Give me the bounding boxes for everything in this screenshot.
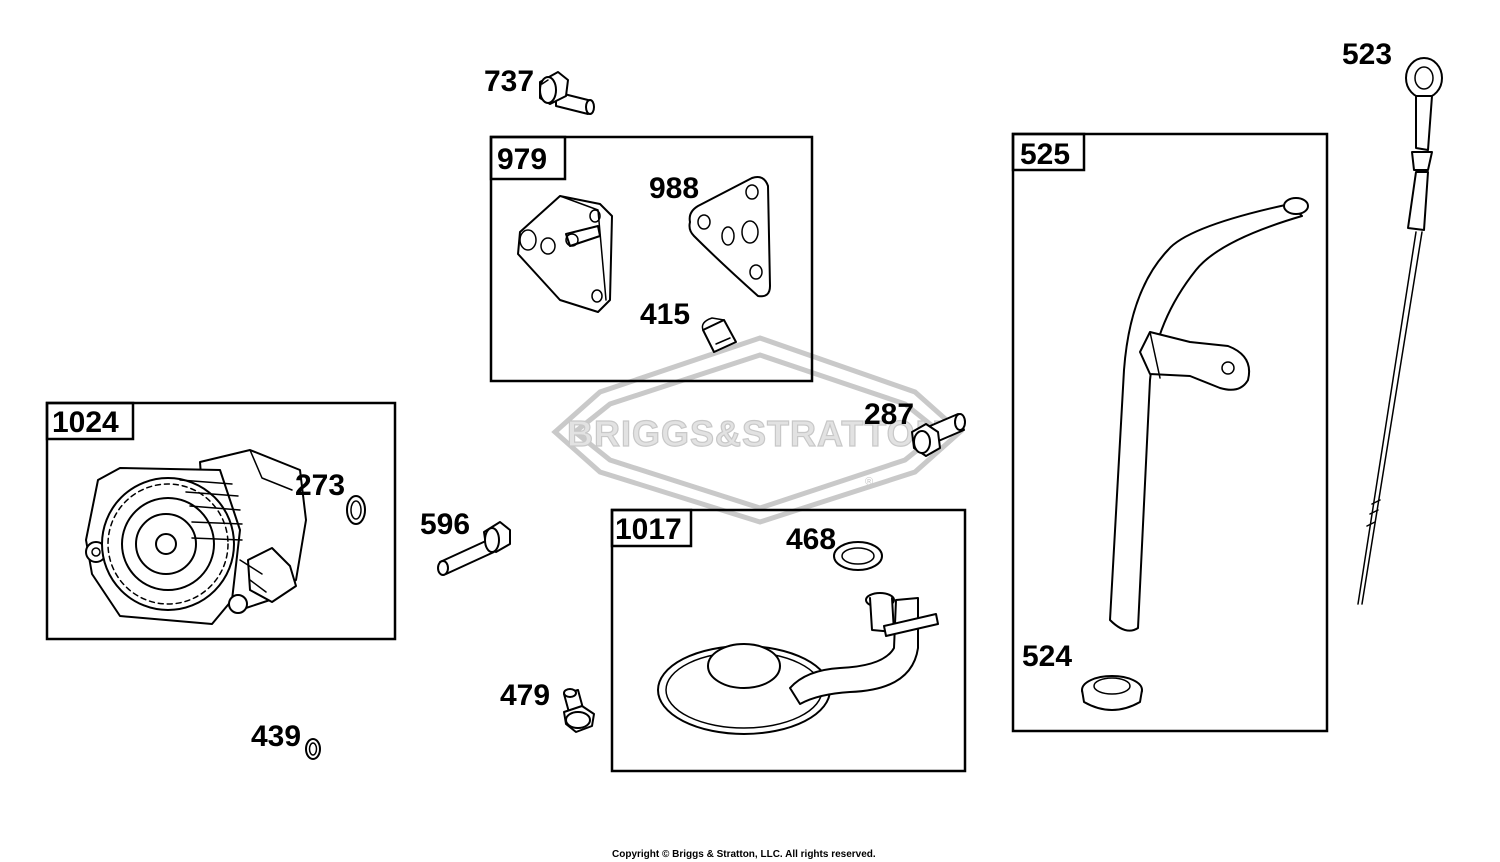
registered-mark: ® [865, 476, 873, 488]
callout-479: 479 [500, 679, 550, 712]
part-273-o-ring[interactable] [346, 495, 366, 525]
part-468-o-ring[interactable] [833, 541, 883, 571]
part-1017-oil-pickup[interactable] [657, 592, 939, 735]
callout-439: 439 [251, 720, 301, 753]
kit-box-979[interactable]: 979 [489, 135, 814, 383]
box-label-1024: 1024 [52, 406, 119, 439]
callout-287: 287 [864, 398, 914, 431]
box-label-1017: 1017 [615, 513, 682, 546]
part-479-screw[interactable] [563, 688, 595, 733]
part-525-dipstick-tube[interactable] [1109, 197, 1309, 632]
callout-415: 415 [640, 298, 690, 331]
kit-box-525[interactable]: 525 [1011, 132, 1329, 733]
copyright-text: Copyright © Briggs & Stratton, LLC. All … [612, 849, 876, 860]
box-label-525: 525 [1020, 138, 1070, 171]
callout-524: 524 [1022, 640, 1072, 673]
part-737-bolt[interactable] [539, 71, 595, 115]
part-1024-oil-pump[interactable] [85, 449, 307, 625]
kit-box-1017[interactable]: 1017 [610, 508, 967, 773]
callout-596: 596 [420, 508, 470, 541]
part-988-gasket[interactable] [688, 176, 771, 298]
part-415-plug[interactable] [701, 317, 737, 353]
part-439-o-ring[interactable] [305, 738, 321, 760]
callout-523: 523 [1342, 38, 1392, 71]
part-287-nut[interactable] [911, 413, 966, 457]
part-524-grommet[interactable] [1081, 675, 1143, 711]
callout-273: 273 [295, 469, 345, 502]
part-979-adapter[interactable] [517, 195, 613, 313]
part-523-dipstick[interactable] [1357, 57, 1443, 605]
callout-988: 988 [649, 172, 699, 205]
brand-watermark: BRIGGS&STRATTON ® [551, 335, 964, 525]
kit-box-1024[interactable]: 1024 [45, 401, 397, 641]
part-596-bolt[interactable] [437, 521, 511, 576]
box-label-979: 979 [497, 143, 547, 176]
callout-737: 737 [484, 65, 534, 98]
callout-468: 468 [786, 523, 836, 556]
watermark-brand-text: BRIGGS&STRATTON [567, 413, 943, 454]
